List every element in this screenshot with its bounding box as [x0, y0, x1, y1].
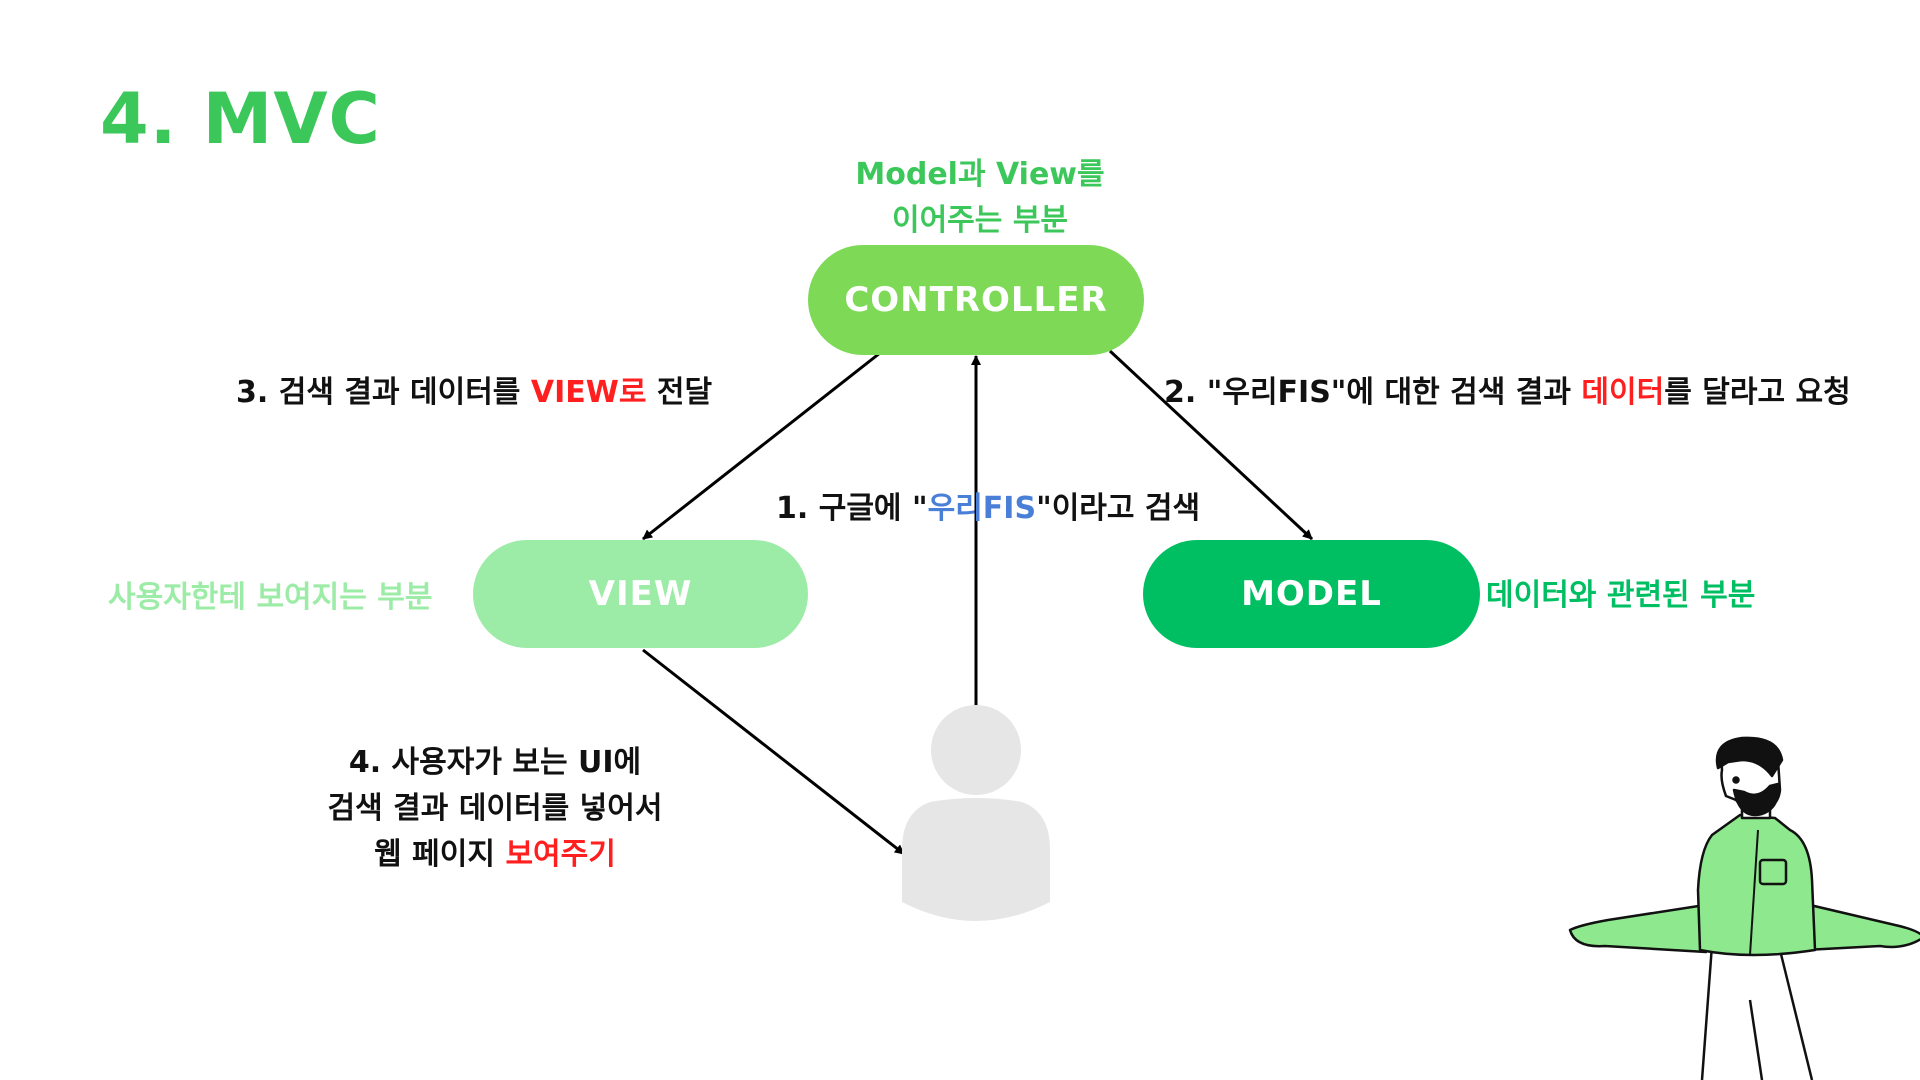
step-3-text-end: 전달 — [646, 375, 713, 410]
step-4-line1: 4. 사용자가 보는 UI에 — [348, 745, 642, 780]
user-silhouette-icon — [902, 705, 1050, 921]
step-2-text: 2. "우리FIS"에 대한 검색 결과 — [1164, 375, 1582, 410]
controller-description-line1: Model과 View를 — [855, 157, 1105, 192]
controller-node: CONTROLLER — [808, 245, 1144, 355]
step-3-label: 3. 검색 결과 데이터를 VIEW로 전달 — [236, 367, 712, 411]
step-1-text: 1. 구글에 " — [776, 491, 928, 526]
bearded-man-illustration — [1568, 736, 1920, 1080]
step-1-highlight: 우리FIS — [927, 491, 1037, 526]
view-label: VIEW — [588, 574, 693, 614]
arrow-view-to-user — [642, 648, 905, 856]
controller-description: Model과 View를 이어주는 부분 — [840, 152, 1120, 244]
step-1-text-end: "이라고 검색 — [1036, 491, 1201, 526]
page-title: 4. MVC — [100, 78, 381, 160]
view-description: 사용자한테 보여지는 부분 — [108, 580, 433, 615]
step-2-highlight: 데이터 — [1581, 375, 1665, 410]
step-4-highlight: 보여주기 — [505, 837, 616, 872]
step-4-line3: 웹 페이지 보여주기 — [290, 832, 700, 878]
model-label: MODEL — [1241, 574, 1382, 614]
model-description: 데이터와 관련된 부분 — [1486, 578, 1756, 613]
step-3-highlight: VIEW로 — [530, 375, 647, 410]
step-4-line3-text: 웹 페이지 — [374, 837, 506, 872]
model-node: MODEL — [1143, 540, 1480, 648]
view-node: VIEW — [473, 540, 808, 648]
step-2-text-end: 를 달라고 요청 — [1664, 375, 1851, 410]
arrow-controller-to-model — [1108, 349, 1314, 541]
controller-label: CONTROLLER — [844, 280, 1108, 320]
step-4-line2: 검색 결과 데이터를 넣어서 — [327, 791, 663, 826]
step-3-text: 3. 검색 결과 데이터를 — [236, 375, 531, 410]
controller-description-line2: 이어주는 부분 — [891, 203, 1069, 238]
step-1-label: 1. 구글에 "우리FIS"이라고 검색 — [776, 483, 1200, 527]
step-2-label: 2. "우리FIS"에 대한 검색 결과 데이터를 달라고 요청 — [1164, 367, 1851, 411]
step-4-label: 4. 사용자가 보는 UI에 검색 결과 데이터를 넣어서 웹 페이지 보여주기 — [290, 740, 700, 878]
arrow-controller-to-view — [642, 351, 881, 541]
